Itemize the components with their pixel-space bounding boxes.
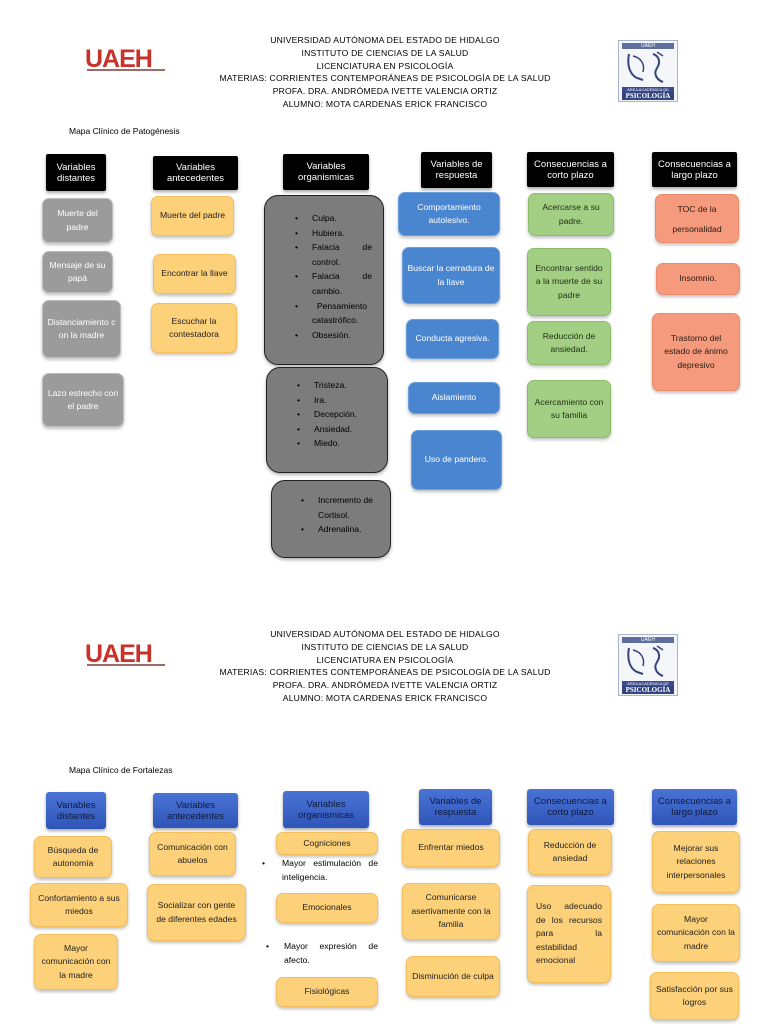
organismicas-cognitive-list: Culpa. Hubiera. Falacia de control. Fala…	[292, 211, 372, 342]
header-distantes: Variables distantes	[46, 154, 106, 191]
antecedentes-item: Comunicación con abuelos	[149, 832, 236, 876]
map-title-2: Mapa Clínico de Fortalezas	[69, 765, 173, 775]
antecedentes-item: Escuchar la contestadora	[151, 303, 237, 353]
corto-plazo-item: Uso adecuado de los recursos para la est…	[527, 885, 611, 983]
distantes-item: Mensaje de su papá	[42, 251, 113, 293]
respuesta-item: Enfrentar miedos	[402, 829, 500, 867]
respuesta-item: Aislamiento	[408, 382, 500, 414]
corto-plazo-item: Encontrar sentido a la muerte de su padr…	[527, 248, 611, 316]
distantes-item: Muerte del padre	[42, 198, 113, 243]
header-distantes: Variables distantes	[46, 792, 106, 829]
respuesta-item: Uso de pandero.	[411, 430, 502, 490]
largo-plazo-item: Trastorno del estado de ánimo depresivo	[652, 313, 740, 391]
organismicas-emotional-list: Tristeza. Ira. Decepción. Ansiedad. Mied…	[294, 378, 374, 451]
largo-plazo-item: Mayor comunicación con la madre	[652, 904, 740, 962]
header-degree: LICENCIATURA EN PSICOLOGÍA	[316, 60, 454, 71]
distantes-item: Mayor comunicación con la madre	[34, 934, 118, 990]
largo-plazo-item: Insomnio.	[656, 263, 740, 295]
corto-plazo-item: Reducción de ansiedad.	[527, 321, 611, 365]
uaeh-logo-2: UAEH	[85, 641, 167, 669]
header-professor: PROFA. DRA. ANDRÓMEDA IVETTE VALENCIA OR…	[272, 680, 498, 691]
distantes-item: Búsqueda de autonomía	[34, 836, 112, 878]
header-organismicas: Variables organismicas	[283, 154, 369, 190]
largo-plazo-item: Satisfacción por sus logros	[650, 972, 739, 1020]
header-student: ALUMNO: MOTA CARDENAS ERICK FRANCISCO	[282, 692, 488, 703]
psychology-logo-2: UAEH ÁREA ACADÉMICA DE PSICOLOGÍA	[618, 634, 678, 696]
header-respuesta: Variables de respuesta	[421, 152, 492, 188]
header-antecedentes: Variables antecedentes	[153, 156, 238, 190]
organismicas-physiological-list: Incremento de Cortisol. Adrenalina.	[298, 493, 378, 537]
header-1: UNIVERSIDAD AUTÓNOMA DEL ESTADO DE HIDAL…	[190, 34, 580, 111]
header-subject: MATERIAS: CORRIENTES CONTEMPORÁNEAS DE P…	[219, 667, 551, 678]
header-subject: MATERIAS: CORRIENTES CONTEMPORÁNEAS DE P…	[219, 73, 551, 84]
corto-plazo-item: Acercamiento con su familia	[527, 380, 611, 438]
header-organismicas: Variables organismicas	[283, 791, 369, 828]
header-university: UNIVERSIDAD AUTÓNOMA DEL ESTADO DE HIDAL…	[270, 35, 500, 45]
antecedentes-item: Socializar con gente de diferentes edade…	[147, 884, 246, 941]
respuesta-item: Comportamiento autolesivo.	[398, 192, 500, 236]
respuesta-item: Buscar la cerradura de la llave	[402, 247, 500, 304]
header-degree: LICENCIATURA EN PSICOLOGÍA	[316, 654, 454, 665]
distantes-item: Distanciamiento con la madre	[42, 300, 121, 358]
map-title-1: Mapa Clínico de Patogénesis	[69, 126, 180, 136]
uaeh-logo-1: UAEH	[85, 46, 167, 74]
antecedentes-item: Encontrar la llave	[153, 254, 236, 294]
header-2: UNIVERSIDAD AUTÓNOMA DEL ESTADO DE HIDAL…	[190, 628, 580, 705]
psychology-logo-1: UAEH ÁREA ACADÉMICA DE PSICOLOGÍA	[618, 40, 678, 102]
heron-icon	[627, 645, 664, 677]
distantes-item: Lazo estrecho con el padre	[42, 373, 124, 427]
heron-icon	[627, 51, 664, 83]
respuesta-item: Conducta agresiva.	[406, 319, 499, 359]
corto-plazo-item: Reducción de ansiedad	[528, 829, 612, 875]
organismicas-fisiologicas: Fisiológicas	[276, 977, 378, 1007]
distantes-item: Confortamiento a sus miedos	[30, 883, 128, 927]
header-university: UNIVERSIDAD AUTÓNOMA DEL ESTADO DE HIDAL…	[270, 629, 500, 639]
header-institute: INSTITUTO DE CIENCIAS DE LA SALUD	[301, 47, 469, 58]
organismicas-emocionales-bullet: • Mayor expresión de afecto.	[266, 941, 378, 965]
organismicas-cogniciones-bullet: • Mayor estimulación de inteligencia.	[262, 858, 378, 882]
organismicas-cogniciones: Cogniciones	[276, 832, 378, 855]
header-respuesta: Variables de respuesta	[419, 789, 492, 825]
header-institute: INSTITUTO DE CIENCIAS DE LA SALUD	[301, 641, 469, 652]
respuesta-item: Disminución de culpa	[406, 956, 500, 997]
corto-plazo-item: Acercarse a su padre.	[528, 193, 614, 236]
respuesta-item: Comunicarse asertivamente con la familia	[402, 883, 500, 940]
header-largo-plazo: Consecuencias a largo plazo	[652, 789, 737, 825]
largo-plazo-item: TOC de la personalidad	[655, 194, 739, 243]
header-professor: PROFA. DRA. ANDRÓMEDA IVETTE VALENCIA OR…	[272, 86, 498, 97]
antecedentes-item: Muerte del padre	[151, 196, 234, 236]
header-antecedentes: Variables antecedentes	[153, 793, 238, 828]
header-corto-plazo: Consecuencias a corto plazo	[527, 789, 614, 825]
header-corto-plazo: Consecuencias a corto plazo	[527, 152, 614, 187]
largo-plazo-item: Mejorar sus relaciones interpersonales	[652, 831, 740, 893]
header-largo-plazo: Consecuencias a largo plazo	[652, 152, 737, 187]
header-student: ALUMNO: MOTA CARDENAS ERICK FRANCISCO	[282, 98, 488, 109]
organismicas-emocionales: Emocionales	[276, 893, 378, 923]
